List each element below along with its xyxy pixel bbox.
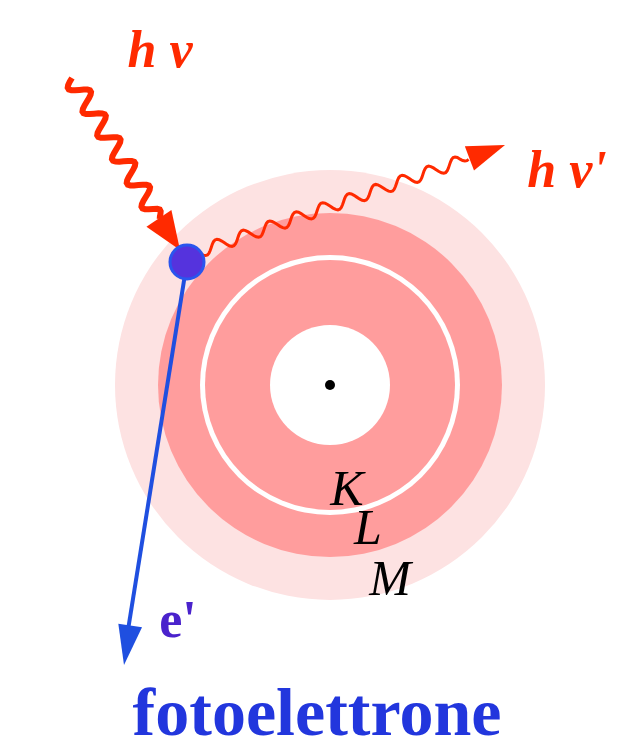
scattered-photon (198, 157, 469, 256)
photon-arrowhead (146, 210, 180, 250)
electron-track (128, 262, 187, 630)
shell-gap (200, 255, 460, 515)
shell-k (205, 260, 455, 510)
nucleus-region (270, 325, 390, 445)
caption-word: fotoelettrone (133, 678, 502, 746)
electron-label: e' (159, 594, 197, 646)
shell-label: M (369, 553, 411, 603)
electron-arrowhead (118, 624, 142, 665)
shell-l (158, 213, 502, 557)
photon-arrowhead (465, 145, 505, 171)
photon-label: h ν' (527, 144, 606, 196)
nucleus-dot (325, 380, 335, 390)
electron (170, 245, 204, 279)
photon-label: h ν (128, 24, 193, 76)
shell-label: L (354, 502, 382, 552)
incoming-photon (68, 78, 161, 219)
shell-m (115, 170, 545, 600)
